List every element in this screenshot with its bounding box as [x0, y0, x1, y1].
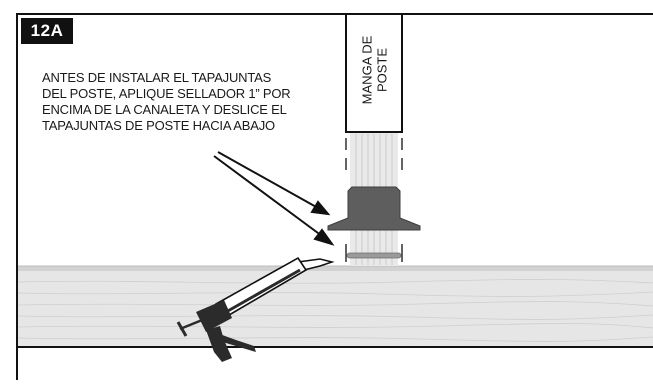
sealant-ring: [346, 252, 402, 259]
post-sleeve-label-line: MANGA DE: [359, 35, 374, 105]
instruction-line: ENCIMA DE LA CANALETA Y DESLICE EL: [42, 102, 287, 117]
deck-board: [17, 265, 653, 348]
step-badge: 12A: [21, 18, 73, 44]
post-sleeve: [345, 13, 403, 133]
instruction-line: DEL POSTE, APLIQUE SELLADOR 1” POR: [42, 86, 291, 101]
instruction-line: TAPAJUNTAS DE POSTE HACIA ABAJO: [42, 118, 275, 133]
caulk-gun-icon: [176, 256, 335, 362]
instruction-line: ANTES DE INSTALAR EL TAPAJUNTAS: [42, 70, 272, 85]
instruction-text: ANTES DE INSTALAR EL TAPAJUNTAS DEL POST…: [42, 70, 332, 134]
post-flashing: [327, 186, 421, 231]
post-sleeve-label: MANGA DE POSTE: [346, 14, 402, 126]
callout-arrows: [213, 151, 335, 246]
post-sleeve-label-line: POSTE: [374, 47, 389, 93]
